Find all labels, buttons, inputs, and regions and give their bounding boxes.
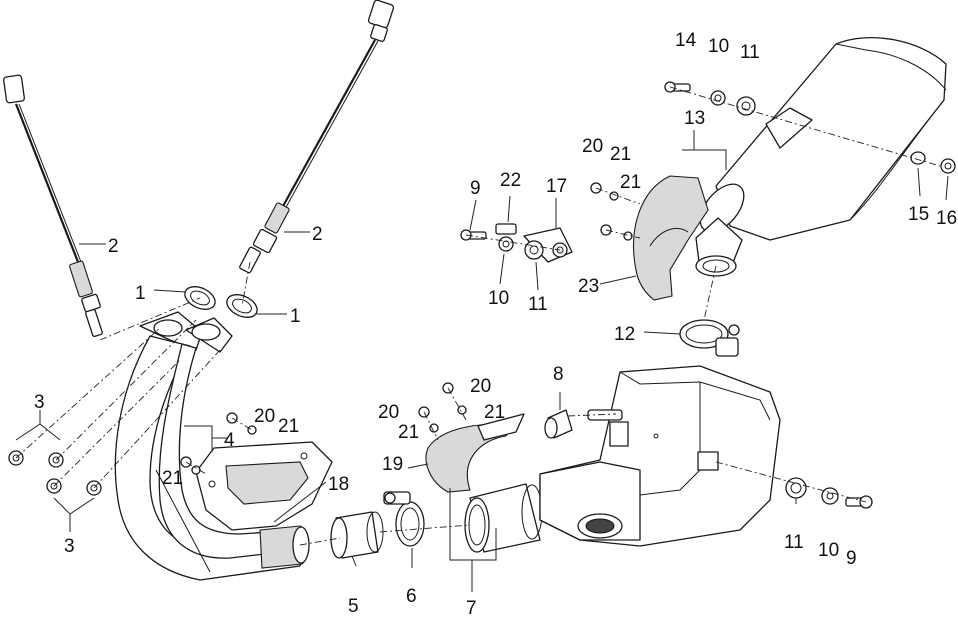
callout-11: 11 [528, 294, 548, 315]
heat-shield-connector [425, 413, 525, 493]
callout-21: 21 [398, 422, 419, 443]
callout-13: 13 [684, 108, 705, 129]
bracket [523, 227, 573, 263]
callout-2: 2 [312, 224, 323, 245]
leader-lines [15, 130, 949, 592]
nuts-3 [8, 450, 102, 496]
heat-shield-muffler [633, 175, 709, 301]
exhaust-header-pipe [114, 311, 310, 581]
callout-16: 16 [936, 208, 957, 229]
callout-20: 20 [470, 376, 491, 397]
callout-11: 11 [784, 532, 804, 553]
callout-7: 7 [466, 598, 477, 617]
callout-10: 10 [488, 288, 509, 309]
callout-21: 21 [484, 402, 505, 423]
callout-21: 21 [278, 416, 299, 437]
callout-18: 18 [328, 474, 349, 495]
callout-21: 21 [162, 468, 183, 489]
callout-6: 6 [406, 586, 417, 607]
callout-2: 2 [108, 236, 119, 257]
callout-5: 5 [348, 596, 359, 617]
callout-21: 21 [610, 144, 631, 165]
oxygen-sensor-left [3, 74, 103, 338]
gasket-right [226, 294, 258, 318]
callout-22: 22 [500, 170, 521, 191]
silencer-body [539, 365, 781, 547]
callout-12: 12 [614, 324, 635, 345]
sleeve [330, 511, 384, 559]
heat-shield-header [195, 441, 333, 531]
oxygen-sensor-right [239, 0, 395, 274]
callout-20: 20 [254, 406, 275, 427]
callout-3: 3 [64, 536, 75, 557]
callout-10: 10 [818, 540, 839, 561]
callout-labels: 1 1 2 2 3 3 4 5 6 7 8 9 9 10 10 10 11 11… [34, 30, 957, 617]
callout-1: 1 [290, 306, 301, 327]
clamp-12 [679, 319, 740, 357]
silencer-mount-hardware [785, 477, 873, 509]
muffler [695, 36, 947, 277]
callout-21: 21 [620, 172, 641, 193]
callout-14: 14 [675, 30, 697, 51]
grommet [544, 409, 573, 439]
callout-9: 9 [846, 548, 857, 569]
callout-17: 17 [546, 176, 567, 197]
callout-1: 1 [135, 283, 146, 304]
collar-and-bolt [460, 223, 517, 252]
callout-8: 8 [553, 364, 564, 385]
callout-15: 15 [908, 204, 929, 225]
callout-11: 11 [740, 42, 760, 63]
assembly-lines [15, 86, 941, 546]
muffler-mount-hardware [664, 81, 956, 174]
callout-20: 20 [582, 136, 603, 157]
callout-20: 20 [378, 402, 399, 423]
connector-pipe [464, 483, 543, 553]
callout-23: 23 [578, 276, 599, 297]
clamp-6 [383, 491, 425, 547]
callout-3: 3 [34, 392, 45, 413]
callout-19: 19 [382, 454, 403, 475]
callout-10: 10 [708, 36, 729, 57]
callout-9: 9 [470, 178, 481, 199]
callout-4: 4 [224, 430, 235, 451]
